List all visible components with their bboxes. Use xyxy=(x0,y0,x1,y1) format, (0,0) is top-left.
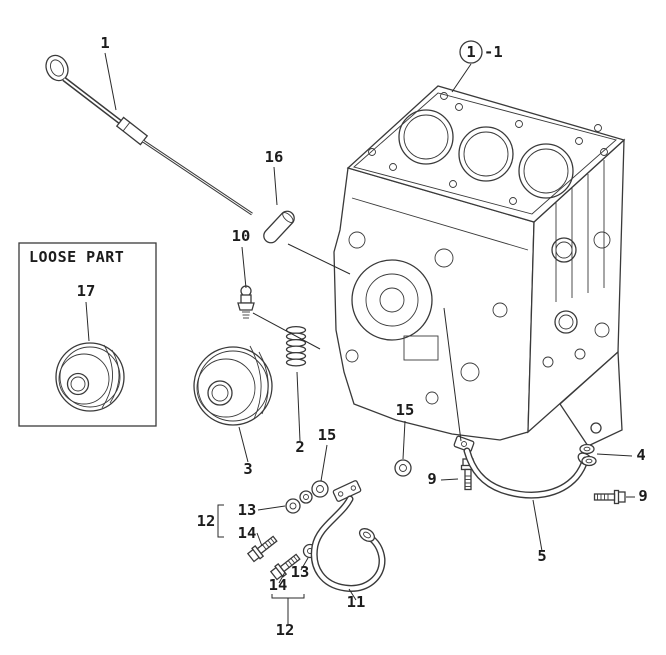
part-label-set-a: 12 xyxy=(197,512,216,530)
oil-filter xyxy=(193,345,273,426)
seal-washer xyxy=(579,443,597,467)
group-bracket-b xyxy=(271,594,305,599)
part-label-suction-pipe: 11 xyxy=(347,593,366,611)
part-label-washer-right: 15 xyxy=(396,401,415,419)
washer-a xyxy=(285,490,313,514)
part-labels: 1 1 -1 16 10 17 2 3 15 15 13 12 14 14 13… xyxy=(77,34,648,639)
part-label-sleeve: 16 xyxy=(265,148,284,166)
part-label-spring: 2 xyxy=(295,438,304,456)
loose-oil-filter xyxy=(55,342,125,412)
part-label-filter: 3 xyxy=(243,460,252,478)
group-bracket-a xyxy=(217,504,224,538)
part-label-bolt-left: 9 xyxy=(427,470,436,488)
leader-lines xyxy=(85,52,635,624)
part-label-switch: 10 xyxy=(232,227,251,245)
part-label-bolt-b: 14 xyxy=(269,576,288,594)
part-label-bolt-a: 14 xyxy=(238,524,257,542)
circled-label-ring xyxy=(459,40,483,64)
part-label-bolt-right: 9 xyxy=(638,487,647,505)
part-label-set-b: 12 xyxy=(276,621,295,639)
washer-right xyxy=(394,459,412,477)
oil-pipe xyxy=(453,435,593,499)
part-label-washer-b: 13 xyxy=(291,563,310,581)
part-label-oil-pipe: 5 xyxy=(537,547,546,565)
part-label-loose-filter: 17 xyxy=(77,282,96,300)
part-label-block-circled: 1 xyxy=(466,43,475,61)
loose-part-box: LOOSE PART xyxy=(18,242,157,427)
sleeve xyxy=(263,210,295,244)
part-label-dipstick: 1 xyxy=(100,34,109,52)
part-label-washer-upper: 15 xyxy=(318,426,337,444)
suction-pipe xyxy=(310,480,386,592)
pipe-bolt-right xyxy=(593,489,626,505)
part-label-seal-washer: 4 xyxy=(636,446,645,464)
engine-block xyxy=(333,85,626,447)
part-label-washer-a: 13 xyxy=(238,501,257,519)
washer-upper xyxy=(311,480,329,498)
dipstick xyxy=(45,54,253,216)
part-label-block-suffix: -1 xyxy=(484,43,503,61)
oil-pressure-switch xyxy=(237,285,255,319)
loose-part-title: LOOSE PART xyxy=(29,248,124,266)
